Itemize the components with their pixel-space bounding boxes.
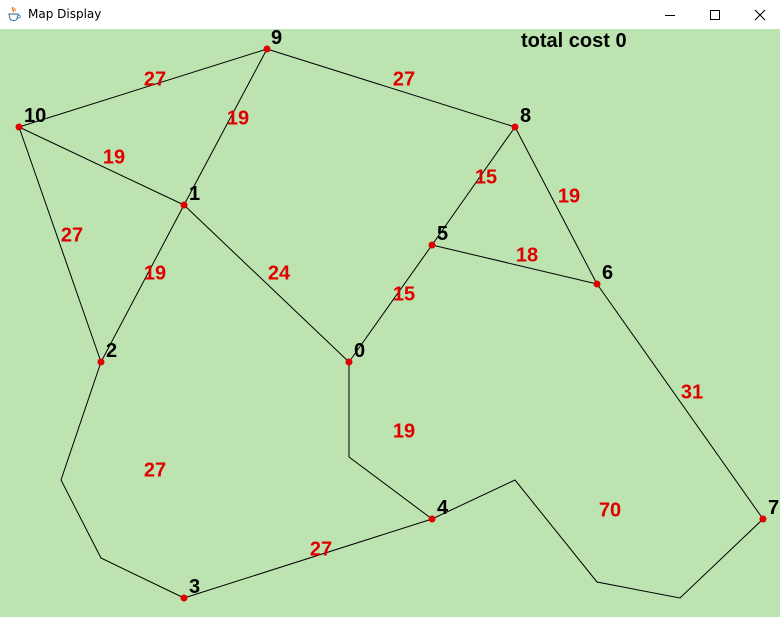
edge-cost-label: 27: [144, 68, 166, 90]
minimize-button[interactable]: [647, 0, 692, 29]
edge-cost-label: 19: [227, 107, 249, 129]
node-10-marker[interactable]: [15, 123, 23, 131]
window-title: Map Display: [28, 7, 102, 21]
total-cost-label: total cost 0: [521, 30, 627, 52]
edge-3-4: [183, 518, 433, 599]
map-graph: 27 19 27 19 27 19 24 15 19 18 15 31 19 27 27 70 0 1 2 3 4 5 6 7…: [15, 29, 779, 602]
edge-cost-label: 70: [599, 499, 621, 521]
edge-8-6: [514, 126, 598, 285]
edge-2-3: [60, 361, 185, 599]
edge-cost-label: 15: [393, 283, 415, 305]
edge-cost-label: 27: [310, 538, 332, 560]
edge-cost-label: 19: [103, 146, 125, 168]
edge-cost-label: 27: [144, 459, 166, 481]
edge-cost-label: 27: [61, 224, 83, 246]
edge-cost-label: 19: [144, 262, 166, 284]
node-1-marker[interactable]: [180, 201, 188, 209]
node-0-marker[interactable]: [345, 358, 353, 366]
edge-10-9: [18, 48, 268, 128]
node-2-marker[interactable]: [97, 358, 105, 366]
node-6-marker[interactable]: [593, 280, 601, 288]
edge-cost-label: 15: [475, 166, 497, 188]
edge-cost-label: 18: [516, 244, 538, 266]
node-9-label: 9: [271, 29, 282, 49]
edge-cost-label: 31: [681, 381, 703, 403]
edge-5-6: [431, 244, 598, 285]
edge-cost-label: 19: [558, 185, 580, 207]
edge-4-7: [431, 479, 764, 599]
node-4-marker[interactable]: [428, 515, 436, 523]
node-2-label: 2: [106, 340, 117, 362]
edge-0-4: [348, 362, 433, 520]
node-3-marker[interactable]: [180, 594, 188, 602]
edge-cost-label: 27: [393, 68, 415, 90]
edge-10-1: [18, 126, 185, 206]
edge-cost-label: 24: [268, 262, 291, 284]
edge-cost-label: 19: [393, 420, 415, 442]
close-icon: [754, 9, 765, 20]
edge-5-0: [348, 244, 433, 363]
node-9-marker[interactable]: [263, 45, 271, 53]
node-5-marker[interactable]: [428, 241, 436, 249]
edge-9-1: [183, 48, 268, 206]
java-coffee-cup-icon: [7, 6, 21, 22]
node-7-label: 7: [768, 497, 779, 519]
edge-9-8: [266, 48, 516, 128]
node-8-marker[interactable]: [511, 123, 519, 131]
node-10-label: 10: [24, 105, 46, 127]
maximize-icon: [709, 9, 720, 20]
minimize-icon: [664, 14, 675, 16]
title-bar: Map Display: [0, 0, 780, 29]
edge-10-2: [18, 126, 102, 363]
maximize-button[interactable]: [692, 0, 737, 29]
node-8-label: 8: [520, 105, 531, 127]
node-3-label: 3: [189, 576, 200, 598]
window-bottom-border: [0, 617, 780, 619]
edge-1-0: [183, 204, 350, 363]
node-6-label: 6: [602, 262, 613, 284]
node-5-label: 5: [437, 223, 448, 245]
node-7-marker[interactable]: [759, 515, 767, 523]
edge-1-2: [100, 204, 185, 363]
node-4-label: 4: [437, 497, 449, 519]
node-1-label: 1: [189, 183, 200, 205]
close-button[interactable]: [737, 0, 780, 29]
map-canvas[interactable]: 27 19 27 19 27 19 24 15 19 18 15 31 19 27 27 70 0 1 2 3 4 5 6 7…: [0, 29, 780, 617]
edge-8-5: [431, 126, 516, 246]
edge-6-7: [596, 283, 764, 520]
node-0-label: 0: [354, 340, 365, 362]
